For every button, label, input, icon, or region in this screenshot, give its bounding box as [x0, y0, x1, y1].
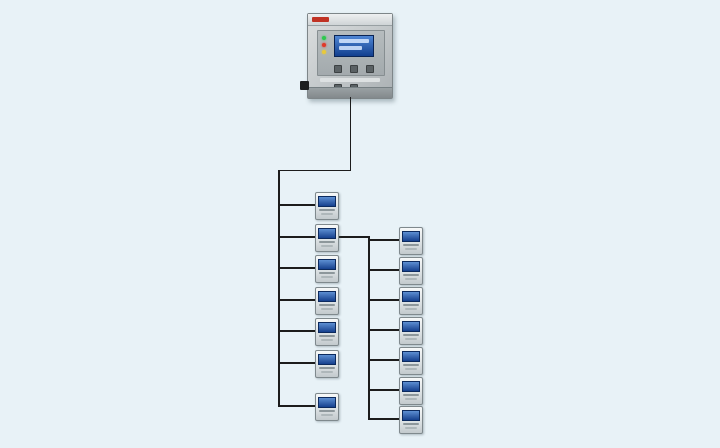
detector-label-line: [319, 304, 335, 306]
wire-top-horizontal: [278, 169, 351, 171]
wire-right-branch-4: [369, 329, 400, 331]
detector-screen: [318, 196, 336, 207]
detector-label-line: [405, 398, 417, 400]
controller-front-panel: [317, 30, 385, 92]
detector-module-left-3: [315, 255, 339, 283]
wire-left-branch-5: [279, 330, 316, 332]
detector-label-line: [403, 334, 419, 336]
detector-screen: [402, 231, 420, 242]
detector-label-line: [405, 248, 417, 250]
detector-label-line: [319, 209, 335, 211]
detector-label-line: [321, 213, 333, 215]
controller-bottom-strip: [308, 87, 392, 98]
wire-left-bus: [278, 169, 280, 407]
detector-screen: [318, 291, 336, 302]
controller-top-strip: [308, 14, 392, 26]
wire-right-bus: [368, 236, 370, 420]
detector-module-right-2: [399, 257, 423, 285]
detector-label-line: [403, 394, 419, 396]
detector-screen: [402, 410, 420, 421]
detector-module-left-1: [315, 192, 339, 220]
wire-right-branch-2: [369, 269, 400, 271]
detector-label-line: [405, 308, 417, 310]
power-led-icon: [322, 36, 326, 40]
detector-label-line: [403, 423, 419, 425]
detector-label-line: [403, 274, 419, 276]
detector-screen: [402, 321, 420, 332]
detector-label-line: [403, 304, 419, 306]
detector-module-right-5: [399, 347, 423, 375]
alarm-led-icon: [322, 43, 326, 47]
detector-label-line: [319, 272, 335, 274]
detector-label-line: [405, 427, 417, 429]
detector-label-line: [319, 367, 335, 369]
detector-module-right-7: [399, 406, 423, 434]
detector-screen: [318, 322, 336, 333]
detector-screen: [402, 291, 420, 302]
detector-label-line: [319, 335, 335, 337]
detector-module-right-3: [399, 287, 423, 315]
detector-label-line: [403, 364, 419, 366]
wire-left-branch-6: [279, 362, 316, 364]
wire-left-branch-3: [279, 267, 316, 269]
detector-module-right-4: [399, 317, 423, 345]
detector-screen: [318, 397, 336, 408]
detector-label-line: [405, 338, 417, 340]
controller-label-strip: [320, 78, 380, 82]
wire-right-branch-1: [369, 239, 400, 241]
status-led-group: [322, 36, 330, 57]
detector-screen: [318, 259, 336, 270]
detector-module-right-6: [399, 377, 423, 405]
detector-label-line: [403, 244, 419, 246]
wire-left-branch-4: [279, 299, 316, 301]
detector-label-line: [321, 414, 333, 416]
brand-logo: [312, 17, 329, 22]
detector-label-line: [319, 241, 335, 243]
detector-label-line: [321, 276, 333, 278]
detector-screen: [318, 228, 336, 239]
detector-screen: [402, 381, 420, 392]
detector-label-line: [319, 410, 335, 412]
wire-right-branch-5: [369, 359, 400, 361]
detector-label-line: [405, 278, 417, 280]
detector-module-left-2: [315, 224, 339, 252]
keypad-button: [334, 65, 342, 73]
lcd-display: [334, 35, 374, 57]
detector-module-right-1: [399, 227, 423, 255]
wire-right-branch-7: [369, 418, 400, 420]
wire-right-branch-6: [369, 389, 400, 391]
detector-module-left-6: [315, 350, 339, 378]
detector-label-line: [321, 308, 333, 310]
wire-drop-from-controller: [349, 97, 351, 171]
lcd-readout-line: [339, 39, 369, 43]
detector-label-line: [321, 371, 333, 373]
detector-module-left-5: [315, 318, 339, 346]
keypad-button: [366, 65, 375, 73]
detector-label-line: [321, 245, 333, 247]
keypad-button: [350, 65, 359, 73]
lcd-readout-line: [339, 46, 362, 50]
wire-left-branch-7: [279, 405, 316, 407]
detector-module-left-7: [315, 393, 339, 421]
gas-alarm-controller: [300, 13, 393, 99]
mounting-bracket: [300, 81, 309, 90]
wire-right-branch-3: [369, 299, 400, 301]
wire-left-branch-1: [279, 204, 316, 206]
detector-label-line: [405, 368, 417, 370]
fault-led-icon: [322, 50, 326, 54]
detector-screen: [402, 351, 420, 362]
detector-label-line: [321, 339, 333, 341]
detector-screen: [318, 354, 336, 365]
keypad-button-row: [334, 65, 384, 92]
detector-screen: [402, 261, 420, 272]
detector-module-left-4: [315, 287, 339, 315]
